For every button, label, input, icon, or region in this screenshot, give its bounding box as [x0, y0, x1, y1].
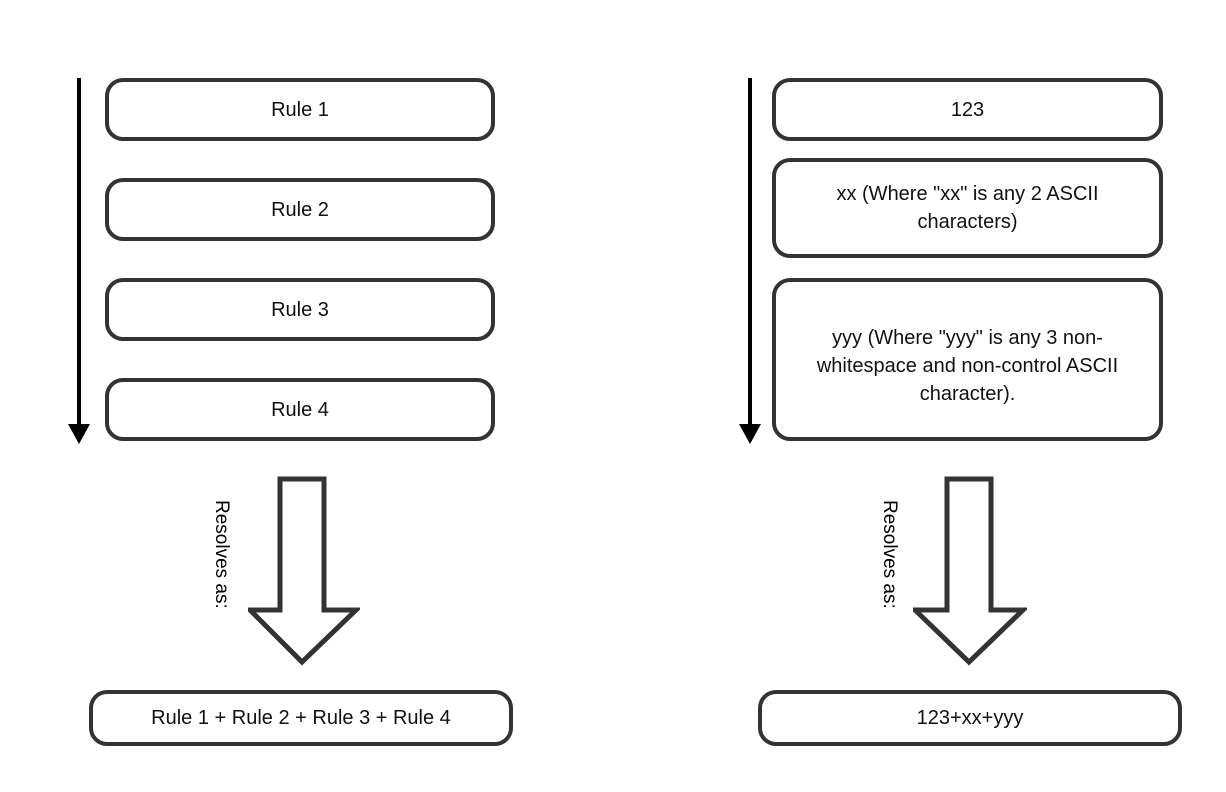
right-rule-box-3[interactable]: yyy (Where "yyy" is any 3 non-whitespace…	[772, 278, 1163, 441]
left-flow-arrow-head	[68, 424, 90, 444]
left-block-arrow	[248, 476, 360, 666]
left-rule-box-1-label: Rule 1	[271, 98, 329, 121]
right-block-arrow	[913, 476, 1027, 666]
left-resolves-as-label: Resolves as:	[211, 500, 232, 609]
right-flow-arrow-shaft	[748, 78, 752, 426]
right-result-label: 123+xx+yyy	[916, 707, 1024, 729]
left-rule-box-1[interactable]: Rule 1	[105, 78, 495, 141]
right-flow-arrow-head	[739, 424, 761, 444]
left-rule-box-4-label: Rule 4	[271, 398, 329, 421]
left-rule-box-2[interactable]: Rule 2	[105, 178, 495, 241]
left-rule-box-3[interactable]: Rule 3	[105, 278, 495, 341]
right-rule-box-1[interactable]: 123	[772, 78, 1163, 141]
right-result-box[interactable]: 123+xx+yyy	[758, 690, 1182, 746]
right-block-arrow-shape	[913, 476, 1027, 666]
left-rule-box-3-label: Rule 3	[271, 298, 329, 321]
right-rule-box-2-label: xx (Where "xx" is any 2 ASCII characters…	[836, 183, 1099, 233]
left-block-arrow-shape	[248, 476, 360, 666]
right-resolves-as-label: Resolves as:	[879, 500, 900, 609]
left-result-box[interactable]: Rule 1 + Rule 2 + Rule 3 + Rule 4	[89, 690, 513, 746]
left-rule-box-2-label: Rule 2	[271, 198, 329, 221]
left-flow-arrow-shaft	[77, 78, 81, 426]
right-rule-box-2[interactable]: xx (Where "xx" is any 2 ASCII characters…	[772, 158, 1163, 258]
left-result-label: Rule 1 + Rule 2 + Rule 3 + Rule 4	[151, 707, 451, 729]
right-rule-box-3-label: yyy (Where "yyy" is any 3 non-whitespace…	[816, 327, 1119, 405]
left-rule-box-4[interactable]: Rule 4	[105, 378, 495, 441]
right-rule-box-1-label: 123	[950, 98, 985, 121]
